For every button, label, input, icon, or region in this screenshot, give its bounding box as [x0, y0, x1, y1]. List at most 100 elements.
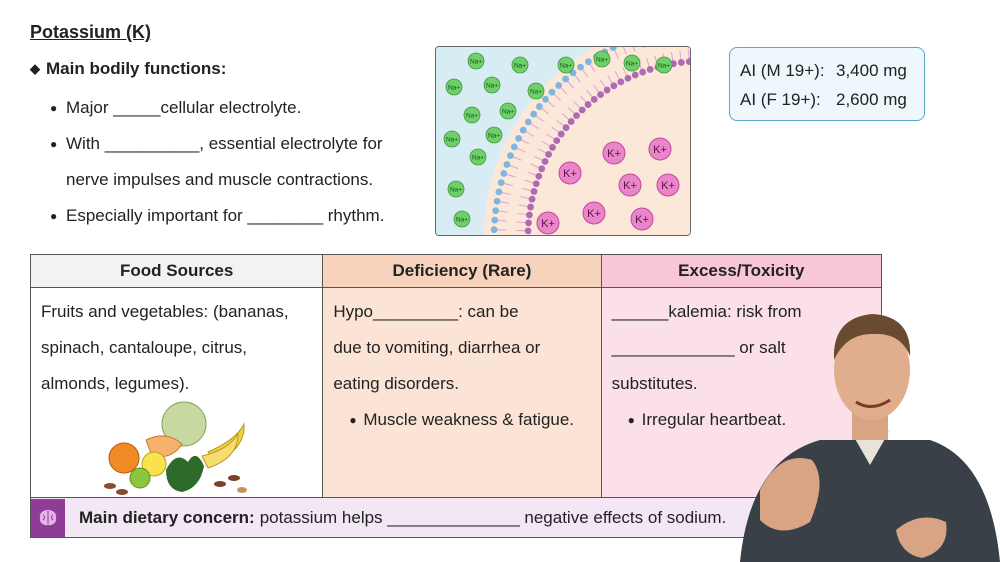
excess-header: Excess/Toxicity	[601, 255, 881, 288]
functions-heading-text: Main bodily functions:	[46, 59, 227, 78]
ai-value: 2,600 mg	[836, 90, 907, 109]
na-ion-icon	[483, 76, 501, 94]
bullet-icon: ●	[627, 413, 635, 427]
sub-bullet-text: Irregular heartbeat.	[641, 410, 787, 429]
na-ion-icon	[527, 82, 545, 100]
na-ion-icon	[453, 210, 471, 228]
k-ion-icon	[618, 173, 642, 197]
potassium-table: Food Sources Fruits and vegetables: (ban…	[30, 254, 882, 498]
na-ion-icon	[463, 106, 481, 124]
svg-text:K+: K+	[607, 148, 621, 160]
cell-line: eating disorders.	[333, 374, 459, 393]
sub-bullet-text: Muscle weakness & fatigue.	[363, 410, 575, 429]
dietary-concern-bar: Main dietary concern: potassium helps __…	[30, 498, 882, 538]
na-ion-icon	[593, 50, 611, 68]
k-ion-icon	[536, 211, 560, 235]
list-item: ● With __________, essential electrolyte …	[50, 126, 420, 162]
concern-label: Main dietary concern:	[79, 507, 255, 527]
ai-row-male: AI (M 19+): 3,400 mg	[740, 56, 924, 85]
list-item-continuation: nerve impulses and muscle contractions.	[66, 170, 374, 189]
page-title: Potassium (K)	[30, 22, 152, 42]
svg-text:Na+: Na+	[658, 63, 670, 70]
na-ion-icon	[447, 180, 465, 198]
functions-heading: ◆ Main bodily functions:	[30, 59, 226, 79]
cell-line: almonds, legumes).	[41, 374, 190, 393]
na-ion-icon	[445, 78, 463, 96]
k-ion-icon	[602, 141, 626, 165]
fruit-vegetables-illustration	[104, 401, 247, 495]
membrane-illustration: Na+ Na+ Na+ Na+ Na+ Na+ Na+ Na+ Na+ Na+ Na+ Na+ Na+ N…	[436, 47, 690, 235]
svg-text:Na+: Na+	[486, 83, 498, 90]
na-ion-icon	[485, 126, 503, 144]
diamond-bullet-icon: ◆	[30, 61, 40, 76]
ai-label: AI (M 19+):	[740, 61, 825, 80]
svg-text:Na+: Na+	[530, 89, 542, 96]
adequate-intake-box: AI (M 19+): 3,400 mg AI (F 19+): 2,600 m…	[729, 47, 925, 121]
k-ion-icon	[558, 161, 582, 185]
deficiency-body: Hypo_________: can be due to vomiting, d…	[323, 288, 600, 497]
na-ion-icon	[557, 56, 575, 74]
svg-text:Na+: Na+	[472, 155, 484, 162]
deficiency-header: Deficiency (Rare)	[323, 255, 601, 288]
bullet-icon: ●	[50, 101, 58, 115]
cell-line: substitutes.	[611, 374, 698, 393]
cell-line: Fruits and vegetables: (bananas,	[41, 302, 289, 321]
na-ion-icon	[511, 56, 529, 74]
list-item-text: Major _____cellular electrolyte.	[66, 98, 302, 117]
svg-text:K+: K+	[587, 208, 601, 220]
ion-markers: Na+ Na+ Na+ Na+ Na+ Na+ Na+ Na+ Na+ Na+ Na+ Na+ Na+ N…	[443, 50, 680, 235]
bullet-icon: ●	[50, 137, 58, 151]
na-ion-icon	[623, 54, 641, 72]
ai-label: AI (F 19+):	[740, 90, 821, 109]
functions-list: ● Major _____cellular electrolyte. ● With …	[50, 90, 420, 234]
svg-text:Na+: Na+	[466, 113, 478, 120]
svg-text:Na+: Na+	[502, 109, 514, 116]
list-item-text: Especially important for ________ rhythm…	[66, 206, 385, 225]
svg-text:Na+: Na+	[446, 137, 458, 144]
na-ion-icon	[655, 56, 673, 74]
ai-value: 3,400 mg	[836, 61, 907, 80]
na-ion-icon	[443, 130, 461, 148]
food-sources-column: Food Sources Fruits and vegetables: (ban…	[31, 255, 323, 497]
cell-line: ______kalemia: risk from	[611, 302, 802, 321]
svg-text:Na+: Na+	[514, 63, 526, 70]
k-ion-icon	[656, 173, 680, 197]
svg-text:Na+: Na+	[596, 57, 608, 64]
svg-text:Na+: Na+	[626, 61, 638, 68]
k-ion-icon	[582, 201, 606, 225]
k-ion-icon	[630, 207, 654, 231]
k-ion-icon	[648, 137, 672, 161]
svg-text:K+: K+	[563, 168, 577, 180]
na-ion-icon	[467, 52, 485, 70]
list-item: ● Major _____cellular electrolyte.	[50, 90, 420, 126]
sub-bullet: ● Irregular heartbeat.	[612, 402, 871, 438]
bullet-icon: ●	[50, 209, 58, 223]
list-item: ● Especially important for ________ rhyth…	[50, 198, 420, 234]
cell-membrane-diagram: Na+ Na+ Na+ Na+ Na+ Na+ Na+ Na+ Na+ Na+ Na+ Na+ Na+ N…	[435, 46, 691, 236]
cell-line: due to vomiting, diarrhea or	[333, 338, 541, 357]
svg-text:K+: K+	[635, 214, 649, 226]
na-ion-icon	[469, 148, 487, 166]
na-ion-icon	[499, 102, 517, 120]
svg-text:Na+: Na+	[470, 59, 482, 66]
svg-text:Na+: Na+	[456, 217, 468, 224]
sub-bullet: ● Muscle weakness & fatigue.	[333, 402, 590, 438]
brain-icon	[31, 498, 65, 537]
list-item-text: With __________, essential electrolyte f…	[66, 134, 383, 153]
svg-text:Na+: Na+	[450, 187, 462, 194]
cell-line: spinach, cantaloupe, citrus,	[41, 338, 248, 357]
food-sources-body: Fruits and vegetables: (bananas, spinach…	[31, 288, 322, 497]
excess-body: ______kalemia: risk from _____________ o…	[602, 288, 881, 497]
svg-text:Na+: Na+	[448, 85, 460, 92]
ai-row-female: AI (F 19+): 2,600 mg	[740, 85, 924, 114]
concern-text: potassium helps ______________ negative …	[259, 507, 727, 527]
food-sources-header: Food Sources	[31, 255, 323, 288]
svg-text:K+: K+	[653, 144, 667, 156]
svg-text:Na+: Na+	[488, 133, 500, 140]
deficiency-column: Deficiency (Rare) Hypo_________: can be …	[322, 255, 601, 497]
bullet-icon: ●	[349, 413, 357, 427]
svg-text:K+: K+	[623, 180, 637, 192]
cell-line: Hypo_________: can be	[333, 302, 519, 321]
presenter-video	[740, 314, 1000, 562]
svg-text:K+: K+	[541, 218, 555, 230]
